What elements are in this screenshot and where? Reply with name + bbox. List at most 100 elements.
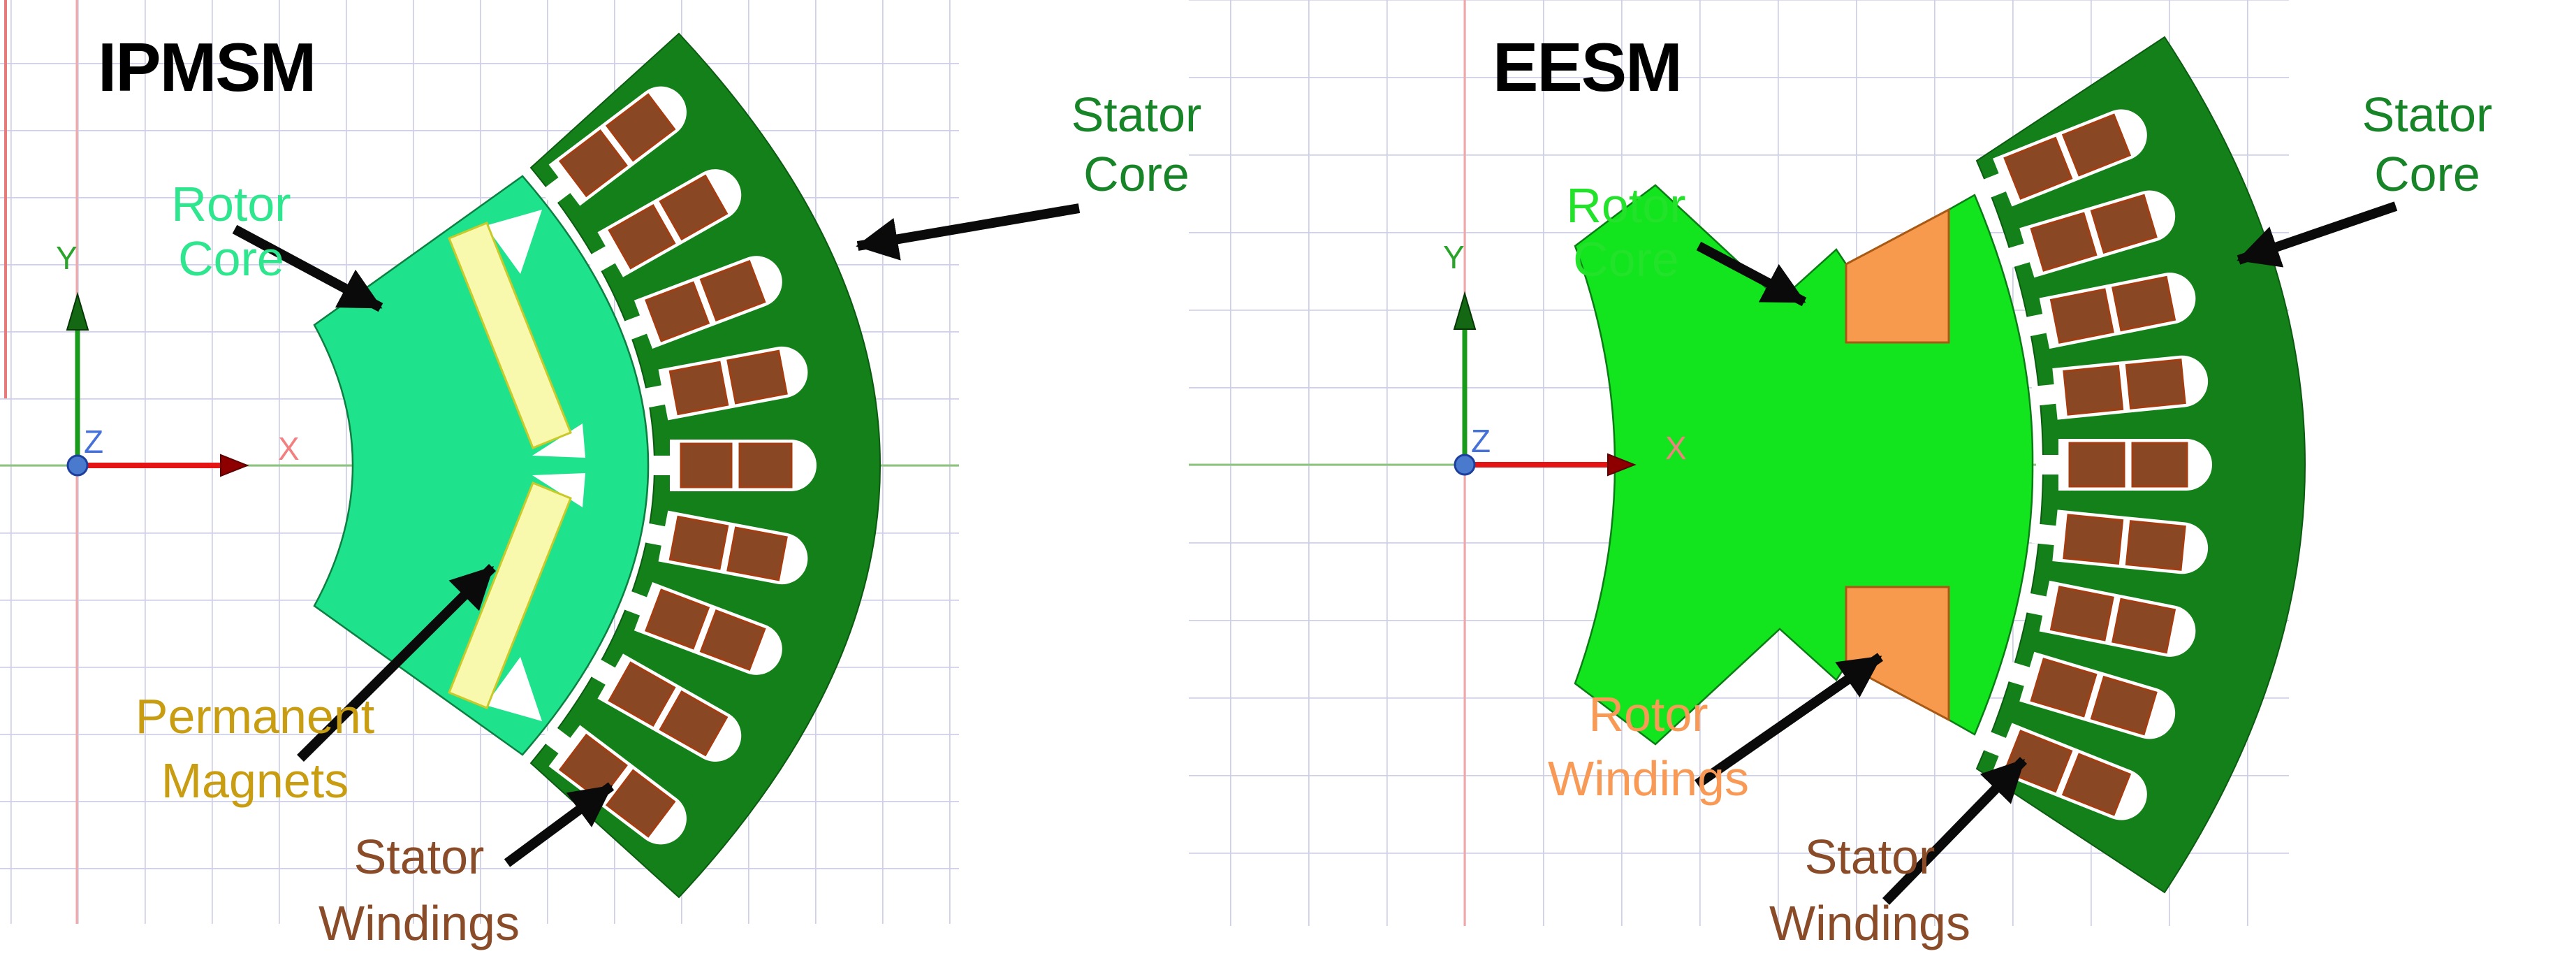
flux-barrier-notch	[485, 657, 542, 721]
stator-slot	[647, 440, 817, 491]
stator-winding-coil	[668, 361, 729, 416]
z-axis-origin-dot	[66, 454, 89, 477]
rotor-core-arrow	[232, 224, 383, 312]
svg-text:Rotor: Rotor	[171, 177, 291, 231]
label-rotor-windings: Rotor Windings	[1548, 687, 1749, 806]
rotor-core-shape	[313, 175, 650, 756]
flux-barrier-notch	[532, 423, 585, 458]
stator-slot	[2003, 651, 2176, 739]
stator-slot	[619, 256, 782, 349]
stator-slots-group	[540, 86, 817, 845]
axes-triad-left: Y X Z	[56, 240, 300, 477]
stator-winding-coil	[558, 733, 628, 802]
svg-text:Rotor: Rotor	[1566, 178, 1685, 233]
stator-slot	[2003, 190, 2176, 278]
viewport-eesm: Y X Z EESM Rotor Core Rotor Windings Sta…	[1189, 0, 2492, 950]
stator-winding-coil	[659, 174, 729, 241]
stator-winding-coil	[668, 515, 729, 570]
panel-title: IPMSM	[98, 29, 315, 106]
stator-winding-coil	[608, 661, 676, 727]
viewport-ipmsm: Y X Z IPMSM Rotor Core Permanent Magnets…	[0, 0, 1201, 950]
stator-winding-coil	[2030, 658, 2098, 718]
stator-slot	[2031, 355, 2209, 420]
stator-winding-coil	[605, 769, 676, 838]
stator-winding-coil	[2090, 675, 2158, 736]
stator-slot	[585, 653, 742, 762]
x-axis-label: X	[278, 430, 300, 467]
z-axis-label: Z	[84, 423, 103, 460]
z-axis-origin-dot	[1454, 454, 1476, 476]
stator-winding-coil	[645, 588, 710, 650]
stator-core-arrow	[856, 203, 1081, 261]
stator-winding-coil	[558, 129, 628, 198]
stator-winding-coil	[2112, 275, 2176, 332]
stator-windings-arrow	[1882, 757, 2028, 905]
svg-text:Core: Core	[2374, 147, 2480, 201]
permanent-magnet-lower	[448, 482, 572, 709]
svg-text:Stator: Stator	[2362, 87, 2493, 142]
stator-winding-coil	[608, 204, 676, 270]
stator-winding-coil	[2090, 194, 2158, 254]
stator-winding-coil	[699, 259, 766, 321]
y-axis-arrowhead	[66, 291, 89, 331]
rotor-windings-arrow	[1695, 653, 1883, 788]
stator-slot	[1977, 109, 2147, 207]
stator-slot	[540, 724, 687, 845]
rotor-winding-lower	[1845, 586, 1950, 722]
svg-text:Core: Core	[1573, 232, 1679, 287]
panel-title: EESM	[1493, 29, 1681, 106]
stator-winding-coil	[2063, 365, 2124, 416]
stator-winding-coil	[605, 93, 676, 162]
label-rotor-core: Rotor Core	[171, 177, 291, 286]
stator-windings-arrow	[504, 782, 615, 867]
x-axis-arrowhead	[220, 454, 249, 477]
stator-slot	[585, 169, 742, 277]
stator-winding-coil	[738, 442, 793, 488]
rotor-core-arrow	[1696, 241, 1807, 307]
stator-slot	[540, 86, 687, 207]
flux-barrier-notch	[485, 210, 542, 274]
svg-text:Windings: Windings	[1769, 896, 1970, 950]
stator-winding-coil	[726, 526, 788, 581]
label-stator-windings: Stator Windings	[1769, 830, 1970, 950]
axes-triad-right: Y X Z	[1443, 239, 1687, 477]
label-stator-core: Stator Core	[2362, 87, 2493, 201]
svg-text:Core: Core	[178, 231, 284, 286]
y-axis-arrowhead	[1453, 291, 1477, 330]
svg-text:Stator: Stator	[1805, 830, 1935, 884]
stator-winding-coil	[680, 442, 733, 488]
stator-winding-coil	[2063, 514, 2124, 565]
svg-text:Permanent: Permanent	[136, 689, 374, 744]
stator-slot	[2031, 509, 2209, 574]
stator-winding-coil	[659, 690, 729, 757]
stator-slots-group	[1977, 109, 2212, 820]
stator-winding-coil	[2125, 520, 2186, 571]
permanent-magnets-arrow	[297, 564, 496, 762]
stator-winding-coil	[2068, 442, 2125, 488]
stator-winding-coil	[645, 281, 710, 342]
label-permanent-magnets: Permanent Magnets	[136, 689, 374, 808]
stator-winding-coil	[2061, 753, 2132, 816]
stator-winding-coil	[2030, 212, 2098, 272]
stator-winding-coil	[726, 349, 788, 405]
svg-text:Rotor: Rotor	[1588, 687, 1708, 741]
stator-winding-coil	[2131, 442, 2188, 488]
svg-text:Magnets: Magnets	[161, 753, 349, 808]
label-rotor-core: Rotor Core	[1566, 178, 1685, 287]
stator-winding-coil	[2003, 136, 2073, 200]
x-axis-label: X	[1665, 430, 1687, 466]
permanent-magnet-upper	[448, 222, 572, 449]
stator-winding-coil	[699, 609, 766, 672]
y-axis-label: Y	[56, 240, 78, 276]
stator-winding-coil	[2049, 586, 2114, 642]
svg-text:Stator: Stator	[1071, 87, 1202, 142]
stator-slot	[2020, 273, 2196, 349]
z-axis-label: Z	[1471, 423, 1491, 459]
label-stator-core: Stator Core	[1071, 87, 1202, 201]
stator-winding-coil	[2125, 359, 2186, 410]
svg-text:Core: Core	[1083, 147, 1190, 201]
stator-slot	[639, 510, 808, 585]
rotor-winding-upper	[1845, 208, 1950, 344]
flux-barrier-notch	[532, 473, 585, 507]
